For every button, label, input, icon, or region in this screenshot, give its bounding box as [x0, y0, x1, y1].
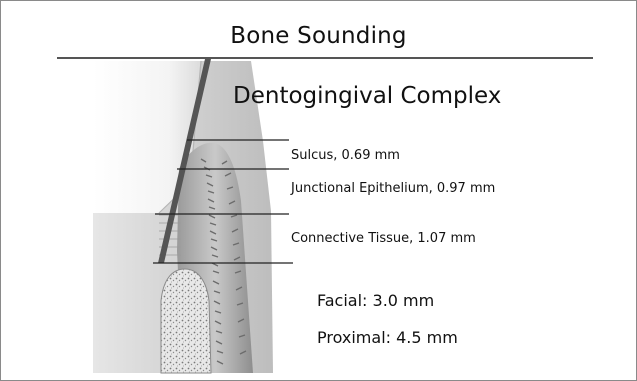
alveolar-bone	[161, 269, 211, 373]
junctional-epithelium-label: Junctional Epithelium, 0.97 mm	[291, 181, 495, 196]
facial-measurement: Facial: 3.0 mm	[317, 291, 434, 310]
diagram-heading: Dentogingival Complex	[233, 83, 501, 109]
sulcus-label: Sulcus, 0.69 mm	[291, 148, 400, 163]
connective-tissue-label: Connective Tissue, 1.07 mm	[291, 231, 476, 246]
proximal-measurement: Proximal: 4.5 mm	[317, 328, 458, 347]
